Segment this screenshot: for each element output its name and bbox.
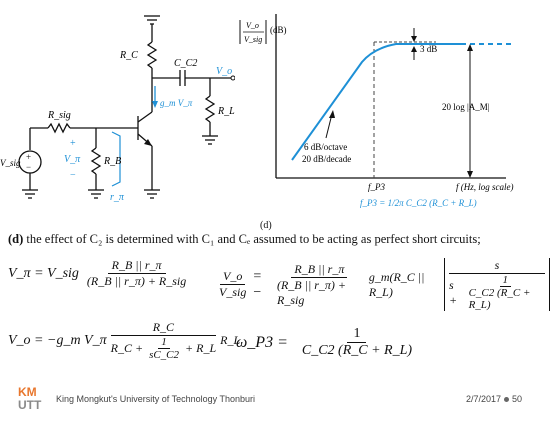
caption-text: the effect of C₂ is determined with C₁ a… — [23, 232, 481, 246]
equation-4: ω_P3 = 1 C_C2 (R_C + R_L) — [236, 326, 418, 359]
circuit-diagram: + − R_C C_C2 V_o g_m V_π R_L R_sig + V_π… — [0, 15, 235, 203]
gm-label: g_m V_π — [160, 98, 193, 108]
eq2-br-inner-den: C_C2 (R_C + R_L) — [468, 287, 531, 311]
bode-slope2: 20 dB/decade — [302, 154, 351, 164]
eq3-tail: R_L — [220, 333, 241, 347]
bode-3db: 3 dB — [420, 44, 437, 54]
rsig-label: R_sig — [47, 110, 71, 121]
eq2-num: R_B || r_π — [291, 262, 348, 278]
rc-label: R_C — [119, 50, 138, 61]
figure-caption: (d) the effect of C₂ is determined with … — [8, 232, 548, 247]
bode-gain-label: 20 log |A_M| — [442, 102, 490, 112]
eq2-lhs-num: V_o — [220, 269, 246, 285]
eq1-den: (R_B || r_π) + R_sig — [86, 274, 187, 288]
plus-label: + — [70, 138, 76, 149]
date-text: 2/7/2017 — [466, 394, 502, 404]
eq4-den: C_C2 (R_C + R_L) — [301, 343, 413, 358]
vo-label: V_o — [216, 66, 232, 77]
bode-fp3: f_P3 — [368, 182, 385, 192]
eq2-den: (R_B || r_π) + R_sig — [276, 277, 347, 307]
page-number: 50 — [512, 394, 523, 404]
eq1-num: R_B || r_π — [107, 258, 166, 274]
bode-ylabel-top: V_o — [246, 21, 259, 30]
eq3-den-a: R_C + — [110, 341, 144, 355]
rl-label: R_L — [217, 106, 235, 117]
equation-2: V_o V_sig = − R_B || r_π (R_B || r_π) + … — [216, 258, 550, 311]
eq2-mid: g_m(R_C || R_L) — [368, 269, 425, 299]
eq3-lhs: V_o = −g_m V_π — [8, 332, 107, 348]
cc2-label: C_C2 — [174, 58, 197, 69]
eq2-br-den-a: s + — [449, 277, 458, 307]
bode-response-curve — [291, 43, 461, 161]
vpi-label: V_π — [64, 154, 81, 165]
minus-label: − — [70, 170, 76, 181]
bode-slope1: 6 dB/octave — [304, 142, 347, 152]
kmutt-logo: KM UTT — [18, 386, 44, 414]
eq1-lhs: V_π = V_sig — [8, 265, 79, 281]
logo-bot: UTT — [18, 398, 42, 412]
equation-1: V_π = V_sig R_B || r_π (R_B || r_π) + R_… — [8, 258, 190, 289]
svg-text:−: − — [26, 162, 31, 172]
caption-bold: (d) — [8, 232, 24, 246]
rb-label: R_B — [103, 156, 121, 167]
eq3-den-frac-den: sC_C2 — [149, 349, 180, 361]
bode-xlabel: f (Hz, log scale) — [456, 182, 514, 192]
eq4-num: 1 — [347, 326, 367, 343]
institution-name: King Mongkut's University of Technology … — [56, 394, 255, 404]
eq3-den-frac-num: 1 — [158, 336, 170, 349]
equation-3: V_o = −g_m V_π R_C R_C + 1 sC_C2 + R_L R… — [8, 320, 240, 361]
footer: KM UTT King Mongkut's University of Tech… — [0, 383, 550, 425]
eq2-br-num: s — [449, 258, 546, 274]
bode-formula: f_P3 = 1/2π C_C2 (R_C + R_L) — [360, 198, 477, 208]
bullet-icon — [504, 396, 510, 402]
bode-ylabel-bot: V_sig — [244, 35, 262, 44]
footer-date: 2/7/2017 50 — [466, 394, 522, 404]
eq4-lhs: ω_P3 = — [236, 333, 288, 351]
figure-label: (d) — [260, 220, 272, 231]
eq2-eq: = − — [253, 268, 262, 300]
rpi-label: r_π — [110, 192, 125, 203]
logo-top: KM — [18, 385, 37, 399]
eq3-num: R_C — [110, 320, 217, 336]
svg-text:+: + — [26, 152, 31, 162]
bode-plot: V_o V_sig (dB) 3 dB 20 log |A_M| 6 dB/oc… — [239, 14, 514, 208]
bode-yunit: (dB) — [270, 25, 287, 35]
vsig-label: V_sig — [0, 158, 21, 168]
eq3-den-b: + R_L — [185, 341, 217, 355]
eq2-br-inner-num: 1 — [499, 274, 512, 287]
eq2-lhs-den: V_sig — [219, 285, 247, 299]
